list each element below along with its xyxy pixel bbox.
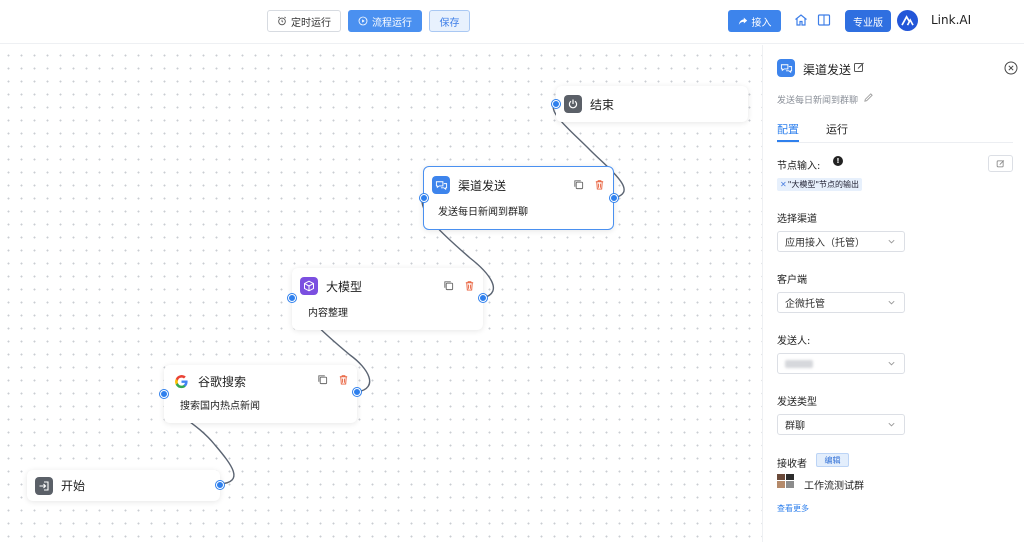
receiver-edit-button[interactable]: 编辑: [816, 453, 849, 467]
see-more-link[interactable]: 查看更多: [777, 504, 809, 513]
copy-icon[interactable]: [443, 280, 454, 291]
cube-icon: [300, 277, 318, 295]
sender-label: 发送人:: [777, 336, 811, 347]
node-channel-output-port[interactable]: [610, 194, 618, 202]
node-llm[interactable]: 大模型 内容整理: [288, 268, 487, 330]
node-llm-input-port[interactable]: [288, 294, 296, 302]
close-circle-icon[interactable]: [1004, 61, 1018, 75]
node-start-title: 开始: [61, 479, 86, 493]
node-google-output-port[interactable]: [353, 388, 361, 396]
active-tab-indicator: [777, 140, 799, 142]
receiver-label: 接收者: [777, 459, 807, 470]
node-end[interactable]: 结束: [552, 86, 748, 122]
node-start[interactable]: 开始: [27, 470, 224, 501]
info-icon[interactable]: !: [833, 156, 843, 166]
chat-bubbles-icon: [432, 176, 450, 194]
send-type-value: 群聊: [785, 421, 805, 432]
power-icon: [564, 95, 582, 113]
tab-config[interactable]: 配置: [777, 123, 799, 136]
edit-icon[interactable]: [853, 61, 865, 73]
pro-version-badge[interactable]: 专业版: [845, 10, 891, 32]
save-label: 保存: [439, 17, 460, 29]
brand-name: Link.AI: [931, 13, 972, 27]
play-circle-icon: [358, 16, 368, 26]
brand-logo: [897, 10, 918, 31]
group-avatar: [777, 474, 794, 488]
trash-icon[interactable]: [594, 179, 605, 190]
chevron-down-icon: [888, 239, 895, 244]
close-icon[interactable]: ✕: [780, 180, 787, 189]
google-icon: [172, 372, 190, 390]
flow-run-label: 流程运行: [372, 17, 412, 29]
node-input-tag: ✕ "大模型"节点的输出: [777, 178, 863, 191]
trash-icon[interactable]: [338, 374, 349, 385]
select-channel-label: 选择渠道: [777, 214, 817, 225]
flow-run-button[interactable]: 流程运行: [348, 10, 422, 32]
node-config-panel: 渠道发送 发送每日新闻到群聊 配置 运行 节点输入: ! ✕ "大模型"节点的输…: [762, 45, 1024, 542]
book-icon[interactable]: [816, 12, 832, 28]
edit-icon[interactable]: [863, 92, 874, 103]
node-channel-input-port[interactable]: [420, 194, 428, 202]
tab-divider: [777, 142, 1013, 143]
trash-icon[interactable]: [464, 280, 475, 291]
node-llm-title: 大模型: [326, 279, 363, 294]
node-llm-desc: 内容整理: [308, 308, 348, 319]
send-type-dropdown[interactable]: 群聊: [777, 414, 905, 435]
node-input-label: 节点输入:: [777, 161, 821, 172]
copy-icon[interactable]: [317, 374, 328, 385]
sender-dropdown[interactable]: [777, 353, 905, 374]
panel-title: 渠道发送: [803, 63, 852, 77]
node-google-title: 谷歌搜索: [198, 374, 247, 389]
tab-run[interactable]: 运行: [826, 123, 848, 136]
access-label: 接入: [751, 17, 772, 29]
chat-bubbles-icon: [777, 59, 795, 77]
select-channel-value: 应用接入（托管）: [785, 238, 865, 249]
chevron-down-icon: [888, 361, 895, 366]
node-end-title: 结束: [590, 97, 615, 112]
select-channel-dropdown[interactable]: 应用接入（托管）: [777, 231, 905, 252]
node-input-edit-button[interactable]: [988, 155, 1013, 172]
copy-icon[interactable]: [573, 179, 584, 190]
chevron-down-icon: [888, 300, 895, 305]
node-google-input-port[interactable]: [160, 390, 168, 398]
client-dropdown[interactable]: 企微托管: [777, 292, 905, 313]
edit-icon: [996, 160, 1005, 168]
client-value: 企微托管: [785, 299, 825, 310]
sender-value-redacted: [785, 359, 813, 368]
schedule-run-label: 定时运行: [291, 17, 331, 29]
top-toolbar: 定时运行 流程运行 保存 接入 专业版 Link.AI: [0, 0, 1024, 44]
receiver-group-name: 工作流测试群: [804, 481, 864, 492]
node-channel-title: 渠道发送: [458, 178, 507, 193]
send-type-label: 发送类型: [777, 397, 817, 408]
schedule-run-button[interactable]: 定时运行: [267, 10, 341, 32]
share-icon: [738, 17, 747, 25]
node-channel-send[interactable]: 渠道发送 发送每日新闻到群聊: [420, 166, 618, 230]
panel-subtitle: 发送每日新闻到群聊: [777, 96, 859, 106]
node-google-desc: 搜索国内热点新闻: [180, 401, 260, 412]
node-input-tag-text: "大模型"节点的输出: [787, 180, 860, 189]
alarm-clock-icon: [277, 16, 287, 26]
node-start-output-port[interactable]: [216, 481, 224, 489]
node-channel-desc: 发送每日新闻到群聊: [438, 207, 528, 218]
login-icon: [35, 476, 53, 495]
save-button[interactable]: 保存: [429, 10, 470, 32]
home-icon[interactable]: [793, 12, 809, 28]
node-llm-output-port[interactable]: [479, 294, 487, 302]
access-button[interactable]: 接入: [728, 10, 781, 32]
chevron-down-icon: [888, 422, 895, 427]
client-label: 客户端: [777, 275, 807, 286]
node-end-input-port[interactable]: [552, 100, 560, 108]
node-google-search[interactable]: 谷歌搜索 搜索国内热点新闻: [160, 365, 361, 423]
